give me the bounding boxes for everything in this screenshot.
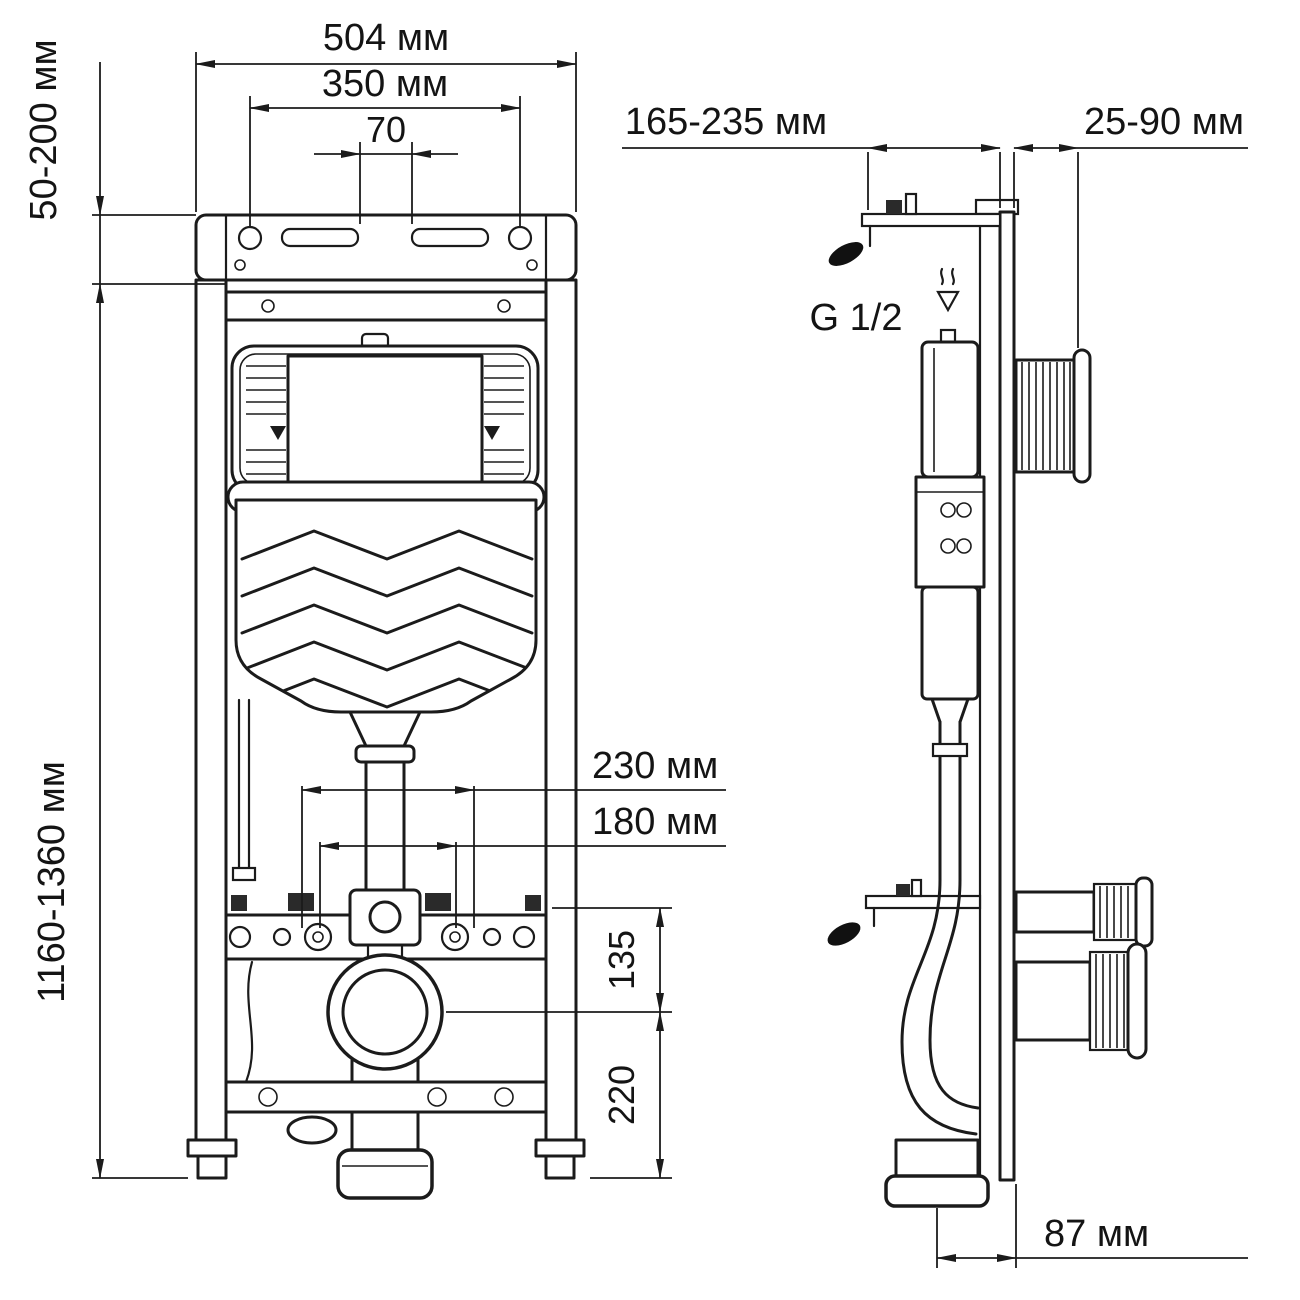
flush-plate-unit (230, 332, 540, 494)
frame-rails (194, 213, 578, 1142)
dim-504: 504 мм (323, 17, 449, 59)
side-view (827, 192, 1154, 1208)
dim-frame-width: 504 мм (195, 17, 577, 212)
water-outlet-symbol (828, 242, 864, 266)
dim-230: 230 мм (592, 745, 718, 787)
dim-fixing-span-inner: 180 мм (319, 801, 726, 928)
flush-plate-depth-block (1014, 348, 1092, 484)
lower-rail (224, 1080, 548, 1114)
cable (244, 960, 254, 1084)
label-g12-thread: G 1/2 (810, 297, 903, 339)
dimension-annotations: 504 мм 350 мм 70 50-200 мм (23, 17, 1248, 1268)
drain-assembly (224, 943, 548, 1200)
feet (186, 1138, 586, 1180)
dim-fixing-span-outer: 230 мм (301, 745, 726, 928)
outlet-pipe (894, 1138, 980, 1178)
fixing-rail (224, 888, 548, 961)
dim-outlet-offset: 87 мм (936, 1184, 1248, 1268)
dim-70: 70 (366, 109, 406, 150)
bowl-flush-pipe (1014, 876, 1154, 948)
dim-220: 220 (601, 1065, 642, 1125)
outlet-flange-side (884, 1174, 990, 1208)
hot-flow-icon (936, 267, 960, 344)
dim-350: 350 мм (322, 63, 448, 105)
outlet-flange (336, 1148, 434, 1200)
dim-165-235: 165-235 мм (625, 101, 827, 143)
flush-pipe (348, 710, 422, 894)
dim-upper-adjustment: 50-200 мм (23, 39, 226, 285)
dim-hanger-spacing: 350 мм (249, 63, 521, 226)
dim-plate-depth: 25-90 мм (1013, 101, 1248, 348)
drain-socket-inner (341, 968, 429, 1056)
arrow-mark-left (270, 426, 286, 440)
bowl-drain-pipe (1014, 942, 1148, 1060)
drain-bend (884, 878, 990, 1208)
dim-87: 87 мм (1044, 1213, 1149, 1255)
water-supply-bracket-top (828, 192, 1002, 266)
supply-tube (231, 698, 257, 882)
cistern-wave-pattern (240, 529, 534, 709)
dim-depth-adjustment: 165-235 мм (622, 101, 1001, 210)
dim-slot-gap: 70 (314, 109, 458, 224)
dim-50-200: 50-200 мм (23, 39, 65, 220)
dim-135: 135 (601, 930, 642, 990)
cistern-side (914, 340, 986, 882)
dim-180: 180 мм (592, 801, 718, 843)
dim-frame-height: 1160-1360 мм (31, 283, 188, 1179)
plate-hatch-left (246, 365, 286, 475)
dim-25-90: 25-90 мм (1084, 101, 1244, 143)
dim-1160-1360: 1160-1360 мм (31, 761, 73, 1003)
cistern (226, 480, 546, 714)
oval-opening (286, 1115, 338, 1145)
front-view (186, 213, 586, 1200)
wall-plate (974, 198, 1020, 1182)
dim-drain-drop: 135 (446, 907, 672, 1013)
water-supply-bracket-low (827, 878, 982, 946)
access-window (286, 354, 484, 484)
dim-drain-height: 220 (590, 1011, 672, 1179)
plate-hatch-right (484, 365, 524, 475)
arrow-mark-right (484, 426, 500, 440)
